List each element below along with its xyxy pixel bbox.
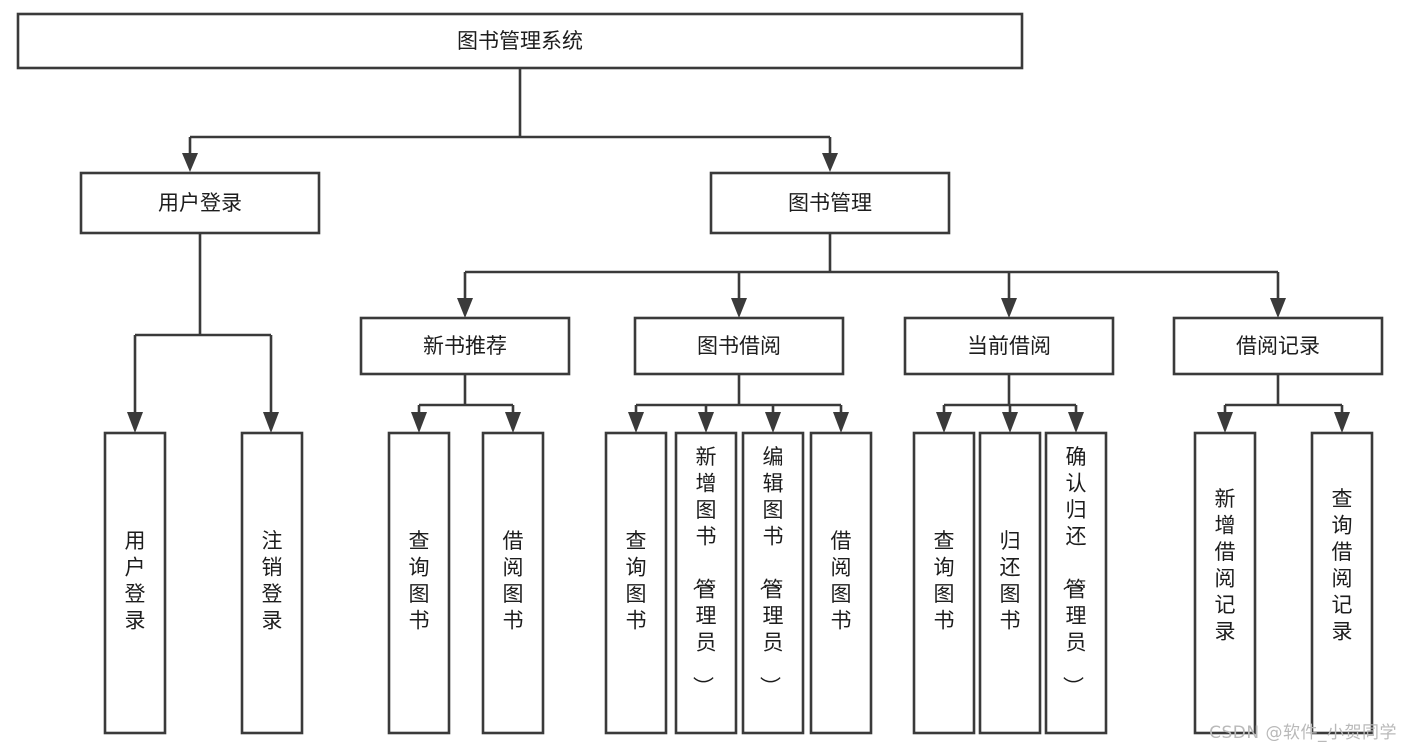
leaf-book-borrow-4-label: 借阅图书: [831, 529, 852, 633]
leaf-book-borrow-3-label: 编辑图书（管理员）: [758, 445, 784, 697]
leaf-user-login-2-box[interactable]: [240, 431, 304, 735]
arrow-newbook-l1: [411, 412, 427, 433]
leaf-book-borrow-4-box[interactable]: [809, 431, 873, 735]
arrow-userlogin: [182, 153, 198, 172]
node-current-borrow-label: 当前借阅: [967, 334, 1051, 358]
leaf-user-login-2-label: 注销登录: [262, 529, 283, 633]
node-user-login-box[interactable]: [79, 171, 321, 235]
node-user-login[interactable]: 用户登录: [79, 171, 321, 235]
leaf-borrow-record-1-label: 新增借阅记录: [1215, 487, 1236, 644]
arrow-bookborrow-l3: [765, 412, 781, 433]
arrow-userlogin-c1: [127, 412, 143, 433]
arrow-currentborrow-l2: [1002, 412, 1018, 433]
arrow-currentborrow: [1001, 298, 1017, 318]
leaf-new-book-1-box[interactable]: [387, 431, 451, 735]
node-borrow-record-box[interactable]: [1172, 316, 1384, 376]
leaf-current-borrow-3-label: 确认归还（管理员）: [1061, 445, 1087, 697]
arrow-newbook: [457, 298, 473, 318]
leaf-borrow-record-2[interactable]: 查询借阅记录: [1310, 431, 1374, 735]
node-book-management[interactable]: 图书管理: [709, 171, 951, 235]
leaf-current-borrow-2-label: 归还图书: [1000, 529, 1021, 633]
leaf-book-borrow-1[interactable]: 查询图书: [604, 431, 668, 735]
leaf-borrow-record-1-box[interactable]: [1193, 431, 1257, 735]
arrow-currentborrow-l1: [936, 412, 952, 433]
leaf-book-borrow-3[interactable]: 编辑图书（管理员）: [741, 431, 805, 735]
leaf-borrow-record-2-box[interactable]: [1310, 431, 1374, 735]
node-new-book-recommend-box[interactable]: [359, 316, 571, 376]
leaf-borrow-record-1[interactable]: 新增借阅记录: [1193, 431, 1257, 735]
arrow-bookborrow: [731, 298, 747, 318]
arrow-bookborrow-l2: [698, 412, 714, 433]
leaf-current-borrow-1[interactable]: 查询图书: [912, 431, 976, 735]
arrow-borrowrecord-l1: [1217, 412, 1233, 433]
node-book-management-label: 图书管理: [788, 191, 872, 215]
leaf-book-borrow-2-box[interactable]: [674, 431, 738, 735]
leaf-current-borrow-3[interactable]: 确认归还（管理员）: [1044, 431, 1108, 735]
leaf-new-book-2-label: 借阅图书: [503, 529, 524, 633]
leaf-new-book-2[interactable]: 借阅图书: [481, 431, 545, 735]
node-new-book-recommend-label: 新书推荐: [423, 334, 507, 358]
node-book-borrow-label: 图书借阅: [697, 334, 781, 358]
node-book-borrow-box[interactable]: [633, 316, 845, 376]
node-book-management-box[interactable]: [709, 171, 951, 235]
leaf-current-borrow-2-box[interactable]: [978, 431, 1042, 735]
node-borrow-record[interactable]: 借阅记录: [1172, 316, 1384, 376]
leaf-current-borrow-1-box[interactable]: [912, 431, 976, 735]
leaf-current-borrow-2[interactable]: 归还图书: [978, 431, 1042, 735]
leaf-user-login-1-box[interactable]: [103, 431, 167, 735]
leaf-user-login-2[interactable]: 注销登录: [240, 431, 304, 735]
watermark: CSDN @软件_小贺同学: [1209, 723, 1397, 743]
node-root[interactable]: 图书管理系统: [16, 12, 1024, 70]
node-new-book-recommend[interactable]: 新书推荐: [359, 316, 571, 376]
node-root-label: 图书管理系统: [457, 29, 583, 53]
node-book-borrow[interactable]: 图书借阅: [633, 316, 845, 376]
arrow-userlogin-c2: [263, 412, 279, 433]
arrow-bookborrow-l1: [628, 412, 644, 433]
leaf-new-book-2-box[interactable]: [481, 431, 545, 735]
arrow-bookborrow-l4: [833, 412, 849, 433]
node-borrow-record-label: 借阅记录: [1236, 334, 1320, 358]
leaf-current-borrow-1-label: 查询图书: [934, 529, 955, 633]
node-root-box[interactable]: [16, 12, 1024, 70]
edge-layer: [127, 68, 1350, 433]
arrow-currentborrow-l3: [1068, 412, 1084, 433]
leaf-current-borrow-3-box[interactable]: [1044, 431, 1108, 735]
leaf-book-borrow-2[interactable]: 新增图书（管理员）: [674, 431, 738, 735]
leaf-user-login-1-label: 用户登录: [125, 529, 146, 633]
node-current-borrow[interactable]: 当前借阅: [903, 316, 1115, 376]
leaf-new-book-1-label: 查询图书: [409, 529, 430, 633]
node-current-borrow-box[interactable]: [903, 316, 1115, 376]
arrow-borrowrecord-l2: [1334, 412, 1350, 433]
leaf-borrow-record-2-label: 查询借阅记录: [1332, 487, 1353, 644]
leaf-book-borrow-3-box[interactable]: [741, 431, 805, 735]
leaf-book-borrow-4[interactable]: 借阅图书: [809, 431, 873, 735]
arrow-newbook-l2: [505, 412, 521, 433]
leaf-book-borrow-1-box[interactable]: [604, 431, 668, 735]
leaf-book-borrow-1-label: 查询图书: [626, 529, 647, 633]
leaf-book-borrow-2-label: 新增图书（管理员）: [691, 445, 717, 697]
node-user-login-label: 用户登录: [158, 191, 242, 215]
arrow-borrowrecord: [1270, 298, 1286, 318]
leaf-user-login-1[interactable]: 用户登录: [103, 431, 167, 735]
arrow-bookmgmt: [822, 153, 838, 172]
leaf-new-book-1[interactable]: 查询图书: [387, 431, 451, 735]
